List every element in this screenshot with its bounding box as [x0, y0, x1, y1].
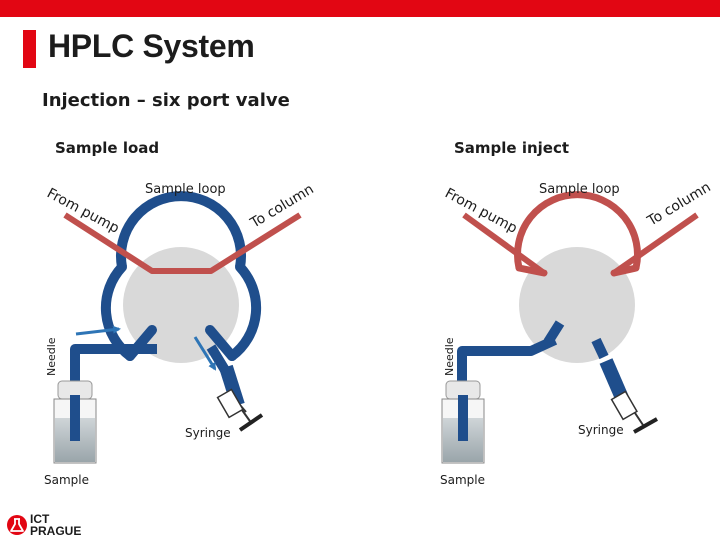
mode-label-inject: Sample inject [454, 139, 570, 157]
page-subtitle: Injection – six port valve [42, 90, 290, 111]
label-sample-loop: Sample loop [539, 182, 620, 197]
label-sample: Sample [44, 473, 89, 487]
flow-arrow [193, 336, 217, 371]
loop-port-right [610, 264, 640, 277]
logo-line-1: ICT [30, 512, 50, 526]
label-sample: Sample [440, 473, 485, 487]
flask-logo-icon [7, 515, 27, 535]
sample-loop-upper [514, 191, 641, 269]
label-needle: Needle [443, 337, 456, 376]
label-syringe: Syringe [578, 423, 624, 437]
logo-line-2: PRAGUE [30, 524, 82, 538]
syringe-icon [216, 364, 264, 432]
top-accent-bar [0, 0, 720, 17]
column-flow [612, 212, 699, 276]
sample-loop-upper [116, 191, 246, 268]
page-title: HPLC System [48, 28, 255, 64]
loop-port-right [205, 325, 237, 361]
label-to-column: To column [644, 179, 714, 230]
syringe-icon [599, 358, 658, 434]
panel-sample-inject: Sample loop From pump To column Needle S… [440, 179, 714, 487]
pump-to-column-flow [63, 212, 302, 274]
label-sample-loop: Sample loop [145, 182, 226, 197]
logo-text: ICT PRAGUE [30, 513, 81, 537]
flow-arrow [75, 325, 121, 336]
sample-loop-right [227, 262, 262, 361]
loop-port-left [515, 264, 548, 277]
rotor-link [543, 320, 565, 345]
sample-vial-icon [441, 380, 485, 464]
needle-line [457, 335, 558, 387]
label-syringe: Syringe [185, 426, 231, 440]
panel-sample-load: Sample loop From pump To column Needle S… [44, 181, 317, 487]
pump-flow [462, 212, 546, 276]
sample-vial-icon [53, 380, 97, 464]
label-needle: Needle [45, 337, 58, 376]
mode-label-load: Sample load [55, 139, 160, 157]
title-marker [23, 30, 36, 68]
needle-line [70, 344, 157, 385]
rotor-link [591, 337, 609, 360]
